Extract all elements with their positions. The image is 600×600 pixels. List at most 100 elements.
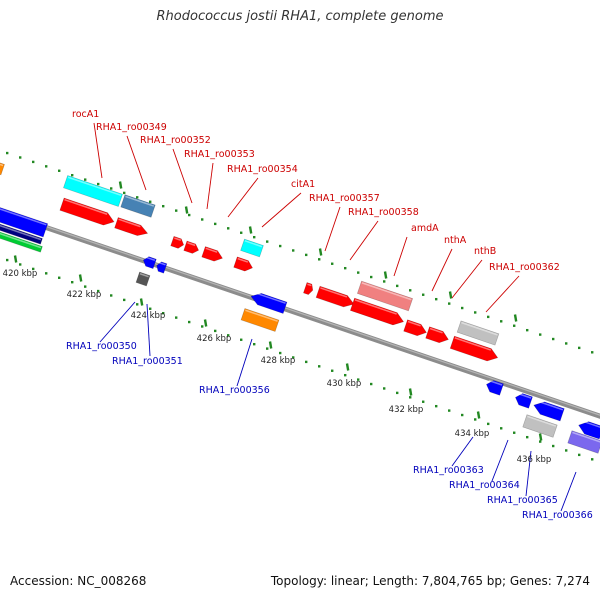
outer-ruler-dot: [240, 231, 243, 234]
gene-grey-shape: [456, 320, 500, 346]
gene-ro00353-shine: [187, 242, 196, 247]
gene-roca1-shape: [63, 175, 123, 207]
inner-ruler-dot: [292, 356, 295, 359]
gene-ro00352-shine: [118, 218, 141, 228]
scale-label: 424 kbp: [131, 311, 166, 321]
gene-ro00356-shine: [253, 291, 286, 304]
gene-ro00356-orange: [240, 308, 280, 332]
gene-ro00350-shine: [145, 256, 156, 262]
gene-ro00352-b: [170, 235, 185, 249]
gene-nthb-shape: [425, 326, 449, 344]
gene-ro00354-shape: [201, 246, 223, 262]
outer-ruler-dot: [331, 262, 334, 265]
leader-line-forward: [206, 162, 214, 210]
outer-ruler-dot: [305, 253, 308, 257]
backbone-highlight: [0, 210, 600, 416]
scale-label: 436 kbp: [517, 455, 552, 465]
outer-ruler-dot: [279, 244, 282, 248]
outer-ruler-dot: [396, 284, 399, 288]
leader-line-forward: [349, 220, 379, 261]
ruler-ticks: [13, 181, 543, 441]
gene-roca1-shine: [67, 176, 122, 197]
gene-ro00366-purple-shine: [572, 431, 600, 443]
leader-line-forward: [93, 122, 103, 179]
gene-ntha-shape: [403, 319, 427, 337]
ruler-tick: [78, 274, 83, 282]
gene-green-left-shine: [0, 228, 42, 249]
inner-ruler-dot: [253, 342, 256, 346]
outer-ruler-dot: [123, 191, 126, 195]
inner-ruler-dot: [305, 360, 308, 364]
inner-ruler-dot: [578, 453, 581, 457]
inner-ruler-dot: [487, 422, 490, 426]
gene-ro00354: [201, 246, 223, 262]
gene-ro00349: [120, 194, 156, 218]
scale-label: 420 kbp: [3, 269, 38, 279]
leader-line-forward: [227, 177, 259, 218]
ruler-tick: [513, 314, 518, 322]
scale-label: 434 kbp: [455, 429, 490, 439]
gene-label-forward: RHA1_ro00353: [184, 149, 255, 160]
scale-label: 432 kbp: [389, 405, 424, 415]
ruler-tick: [118, 181, 123, 189]
gene-label-forward: amdA: [411, 223, 439, 234]
gene-ro00353: [183, 240, 200, 254]
scale-label: 428 kbp: [261, 356, 296, 366]
leader-line-reverse: [525, 450, 532, 497]
inner-ruler-dot: [565, 449, 568, 452]
gene-ro00357-b-shine: [320, 287, 348, 298]
gene-green-left: [0, 227, 43, 253]
outer-ruler-dot: [201, 218, 204, 221]
gene-grey: [456, 320, 500, 346]
leader-line-reverse: [99, 301, 136, 343]
inner-ruler-dot: [71, 280, 74, 284]
outer-ruler-dot: [344, 266, 347, 270]
gene-ro00362-shine: [454, 337, 492, 351]
outer-ruler-dot: [409, 289, 412, 292]
inner-ruler-dots: [6, 258, 594, 461]
gene-ro00357-b: [315, 285, 355, 308]
gene-ro00350: [142, 256, 157, 270]
gene-ro00366-purple-shape: [567, 430, 600, 454]
outer-ruler-dot: [474, 311, 477, 314]
leader-line-reverse: [560, 471, 577, 512]
gene-label-forward: rocA1: [72, 109, 99, 120]
outer-ruler-dot: [149, 200, 152, 203]
ruler-tick: [345, 363, 350, 371]
scale-label: 430 kbp: [327, 379, 362, 389]
gene-cita1-shine: [244, 240, 263, 248]
inner-ruler-dot: [448, 409, 451, 412]
inner-ruler-dot: [500, 427, 503, 430]
outer-ruler-dot: [487, 315, 490, 319]
gene-ro00352-shape: [114, 217, 149, 236]
ruler-tick: [139, 298, 144, 306]
gene-grey-small-shape: [135, 271, 151, 287]
gene-ro00363-shine: [488, 379, 503, 386]
gene-ro00358-shine: [354, 299, 397, 315]
gene-cita1-b: [233, 256, 253, 272]
leader-line-forward: [451, 259, 483, 299]
inner-ruler-dot: [188, 320, 191, 324]
gene-ro00349-b: [59, 197, 115, 226]
ruler-tick: [448, 291, 453, 299]
gene-label-reverse: RHA1_ro00364: [449, 480, 520, 491]
gene-ro00366-purple: [567, 430, 600, 454]
inner-ruler-dot: [435, 404, 438, 408]
gene-ntha-shine: [407, 320, 421, 327]
gene-navy-left-shape: [0, 219, 43, 245]
inner-ruler-dot: [175, 316, 178, 319]
gene-ro00366-shine: [580, 420, 600, 429]
outer-ruler-dots: [6, 151, 594, 354]
outer-ruler-dot: [45, 165, 48, 168]
gene-label-forward: citA1: [291, 179, 315, 190]
gene-orange-shine: [0, 162, 4, 167]
outer-ruler-dot: [214, 222, 217, 226]
ruler-tick: [476, 411, 481, 419]
ruler-tick: [408, 388, 413, 396]
page-title: Rhodococcus jostii RHA1, complete genome: [156, 9, 444, 24]
inner-ruler-dot: [227, 334, 230, 337]
gene-label-forward: RHA1_ro00358: [348, 207, 419, 218]
gene-label-forward: nthA: [444, 235, 467, 246]
scale-label: 426 kbp: [197, 334, 232, 344]
